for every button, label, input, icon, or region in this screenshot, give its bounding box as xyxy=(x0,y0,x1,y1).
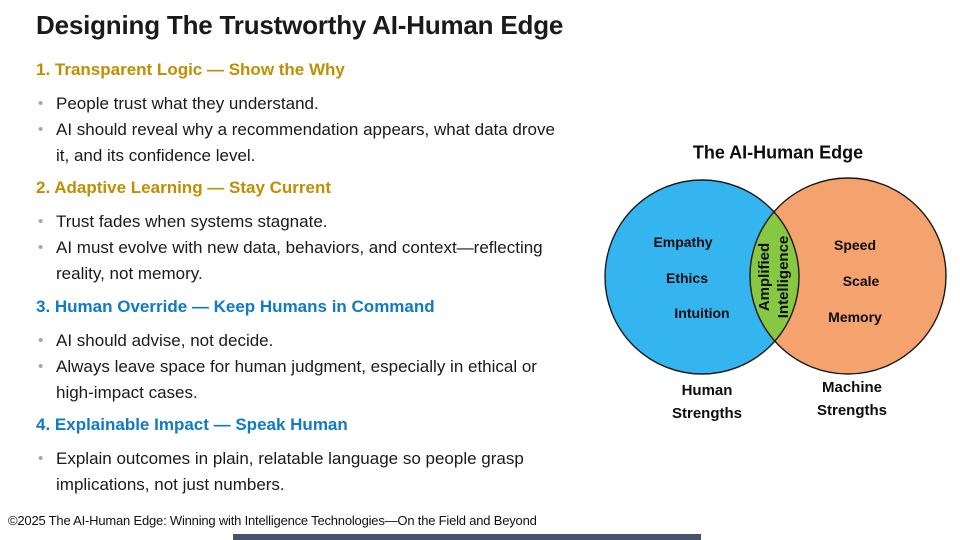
bullet-line: Trust fades when systems stagnate. xyxy=(56,212,328,231)
bullet-line: Explain outcomes in plain, relatable lan… xyxy=(56,449,524,468)
bullet-line: AI must evolve with new data, behaviors,… xyxy=(56,238,543,257)
venn-title: The AI-Human Edge xyxy=(692,142,864,163)
section-heading-1: 1. Transparent Logic — Show the Why xyxy=(36,60,345,79)
bullet-line: People trust what they understand. xyxy=(56,94,319,113)
bullet-item: • Trust fades when systems stagnate. xyxy=(36,209,543,235)
venn-center-line: Intelligence xyxy=(775,235,792,319)
bullet-dot: • xyxy=(38,95,44,112)
bullet-line: AI should reveal why a recommendation ap… xyxy=(56,120,555,139)
bullet-line: implications, not just numbers. xyxy=(56,475,285,494)
bullet-dot: • xyxy=(38,450,44,467)
section-heading-2: 2. Adaptive Learning — Stay Current xyxy=(36,178,332,197)
section-transparent-logic: 1. Transparent Logic — Show the Why • Pe… xyxy=(36,60,555,169)
bullet-list: • Explain outcomes in plain, relatable l… xyxy=(36,446,524,498)
venn-center-label: Amplified Intelligence xyxy=(755,236,793,319)
human-strengths-caption: Human Strengths xyxy=(671,382,742,422)
machine-strengths-caption: Machine Strengths xyxy=(816,379,887,419)
venn-center-line: Amplified xyxy=(756,242,773,312)
bullet-item: • AI must evolve with new data, behavior… xyxy=(36,235,543,287)
bullet-line: reality, not memory. xyxy=(56,264,203,283)
bullet-list: • AI should advise, not decide. • Always… xyxy=(36,328,537,406)
venn-right-label-memory: Memory xyxy=(828,309,882,325)
bullet-list: • People trust what they understand. • A… xyxy=(36,91,555,169)
bullet-line: AI should advise, not decide. xyxy=(56,331,274,350)
section-heading-3: 3. Human Override — Keep Humans in Comma… xyxy=(36,297,435,316)
bullet-dot: • xyxy=(38,213,44,230)
bullet-list: • Trust fades when systems stagnate. • A… xyxy=(36,209,543,287)
bullet-dot: • xyxy=(38,239,44,256)
section-adaptive-learning: 2. Adaptive Learning — Stay Current • Tr… xyxy=(36,178,543,287)
venn-right-label-speed: Speed xyxy=(833,237,877,253)
footer-text: ©2025 The AI-Human Edge: Winning with In… xyxy=(8,513,537,528)
bullet-dot: • xyxy=(38,332,44,349)
bullet-item: • Always leave space for human judgment,… xyxy=(36,354,537,406)
section-heading-4: 4. Explainable Impact — Speak Human xyxy=(36,415,348,434)
bullet-dot: • xyxy=(38,358,44,375)
venn-left-label-ethics: Ethics xyxy=(665,270,709,286)
bullet-line: it, and its confidence level. xyxy=(56,146,256,165)
bullet-dot: • xyxy=(38,121,44,138)
bullet-item: • AI should reveal why a recommendation … xyxy=(36,117,555,169)
bullet-item: • Explain outcomes in plain, relatable l… xyxy=(36,446,524,498)
bottom-bar xyxy=(233,534,701,540)
venn-left-label-intuition: Intuition xyxy=(674,305,730,321)
page-title: Designing The Trustworthy AI-Human Edge xyxy=(36,10,564,40)
bullet-item: • People trust what they understand. xyxy=(36,91,555,117)
venn-right-label-scale: Scale xyxy=(842,273,880,289)
section-human-override: 3. Human Override — Keep Humans in Comma… xyxy=(36,297,537,406)
bullet-item: • AI should advise, not decide. xyxy=(36,328,537,354)
bullet-line: Always leave space for human judgment, e… xyxy=(56,357,537,376)
section-explainable-impact: 4. Explainable Impact — Speak Human • Ex… xyxy=(36,415,524,498)
venn-left-label-empathy: Empathy xyxy=(653,234,713,250)
bullet-line: high-impact cases. xyxy=(56,383,198,402)
